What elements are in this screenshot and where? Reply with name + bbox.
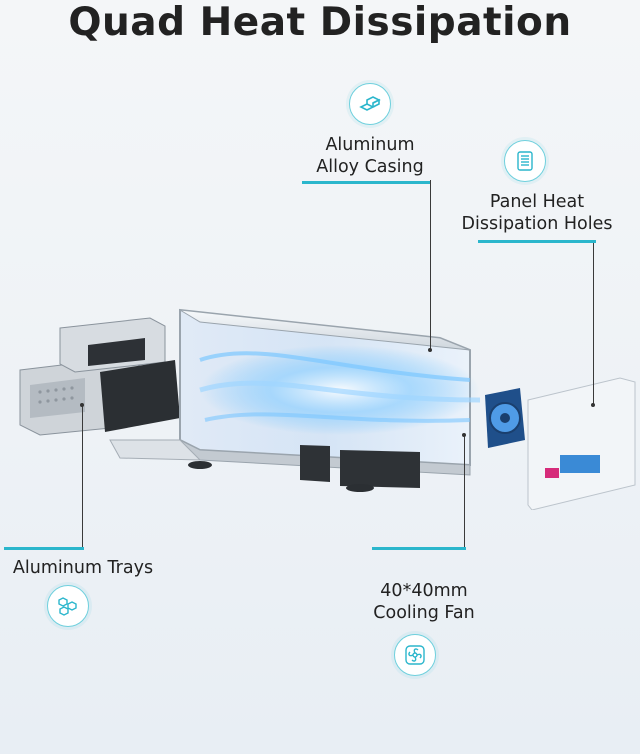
fan-label-line2: Cooling Fan bbox=[373, 603, 475, 623]
airflow-effect bbox=[199, 345, 481, 435]
fan-icon bbox=[394, 634, 436, 676]
page-title: Quad Heat Dissipation bbox=[68, 0, 572, 45]
cooling-fan bbox=[485, 388, 525, 448]
trays-accent-bar bbox=[4, 547, 84, 550]
fan-leader-dot bbox=[462, 433, 466, 437]
trays-leader-vertical bbox=[82, 405, 83, 549]
vent-holes-icon bbox=[504, 140, 546, 182]
casing-label: Aluminum Alloy Casing bbox=[300, 134, 440, 178]
side-panel bbox=[527, 377, 636, 510]
fan-leader-vertical bbox=[464, 435, 465, 549]
casing-label-line1: Aluminum bbox=[325, 135, 415, 155]
casing-accent-bar bbox=[302, 181, 430, 184]
aluminum-ingot-icon bbox=[349, 83, 391, 125]
panel-label: Panel Heat Dissipation Holes bbox=[452, 191, 622, 235]
product-enclosure-illustration bbox=[19, 308, 636, 510]
panel-leader-dot bbox=[591, 403, 595, 407]
casing-leader-line bbox=[430, 180, 431, 350]
casing-label-line2: Alloy Casing bbox=[316, 157, 424, 177]
fan-accent-bar bbox=[372, 547, 466, 550]
fan-label-line1: 40*40mm bbox=[380, 581, 468, 601]
fan-label: 40*40mm Cooling Fan bbox=[354, 580, 494, 624]
panel-accent-bar bbox=[478, 240, 596, 243]
panel-label-line1: Panel Heat bbox=[489, 192, 585, 212]
trays-label-line1: Aluminum Trays bbox=[12, 558, 154, 578]
hexagon-cells-icon bbox=[47, 585, 89, 627]
trays-label: Aluminum Trays bbox=[0, 557, 166, 579]
casing-leader-dot bbox=[428, 348, 432, 352]
panel-leader-line bbox=[593, 240, 594, 405]
panel-label-line2: Dissipation Holes bbox=[461, 214, 613, 234]
drive-trays bbox=[19, 317, 180, 436]
trays-leader-dot bbox=[80, 403, 84, 407]
